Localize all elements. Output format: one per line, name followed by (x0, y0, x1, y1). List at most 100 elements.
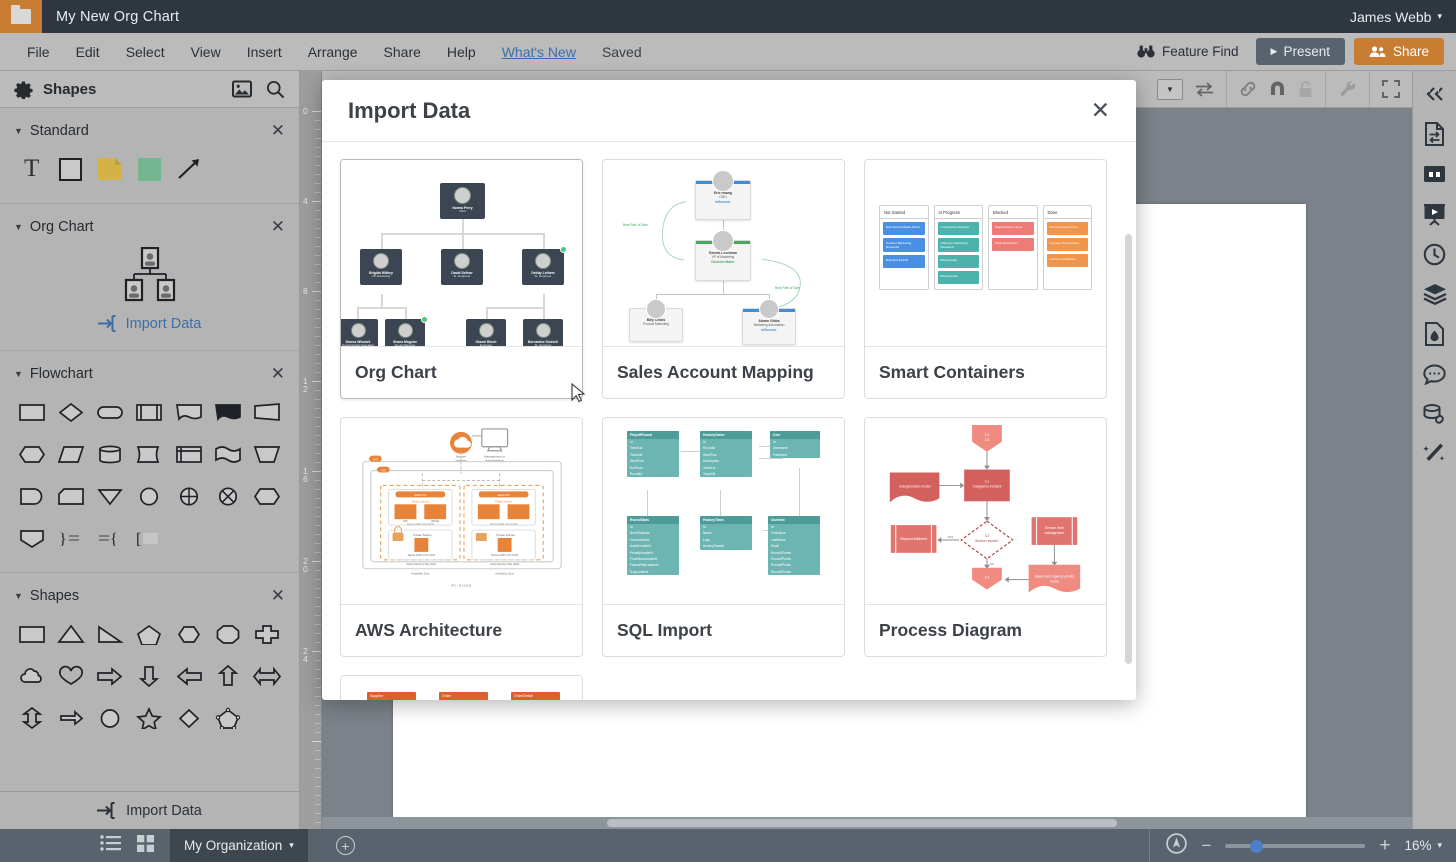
sidebar-import-data-button[interactable]: Import Data (0, 791, 299, 829)
user-menu[interactable]: James Webb ▾ (1350, 9, 1442, 25)
magnet-icon[interactable] (1269, 81, 1286, 97)
flowchart-shape-predefined[interactable] (130, 392, 169, 432)
menu-file[interactable]: File (27, 43, 50, 60)
flowchart-shape-manualop[interactable] (248, 434, 287, 474)
fullscreen-icon[interactable] (1370, 80, 1412, 98)
document-convert-icon[interactable] (1422, 121, 1448, 147)
whats-new-link[interactable]: What's New (501, 43, 576, 60)
zoom-out-button[interactable]: − (1201, 835, 1212, 855)
shape-callout-arrow[interactable] (51, 698, 90, 738)
org-chart-import-data-link[interactable]: Import Data (97, 315, 201, 332)
sidebar-sections[interactable]: ▼ Standard ✕ T (0, 108, 299, 791)
section-org-chart-header[interactable]: ▼ Org Chart ✕ (0, 214, 299, 245)
flowchart-shape-document[interactable] (169, 392, 208, 432)
shape-fill[interactable] (130, 149, 169, 189)
history-clock-icon[interactable] (1422, 241, 1448, 267)
page-tab-my-organization[interactable]: My Organization ▾ (170, 829, 308, 862)
lock-icon[interactable] (1298, 80, 1313, 98)
flowchart-shape-decision[interactable] (51, 392, 90, 432)
zoom-slider[interactable] (1225, 839, 1366, 853)
flowchart-shape-circle[interactable] (130, 476, 169, 516)
grid-view-icon[interactable] (137, 834, 154, 857)
section-org-chart-close[interactable]: ✕ (270, 217, 285, 236)
shape-arrow-left[interactable] (169, 656, 208, 696)
flowchart-shape-trapezoid[interactable] (248, 392, 287, 432)
section-shapes-close[interactable]: ✕ (270, 586, 285, 605)
menu-share[interactable]: Share (383, 43, 421, 60)
quote-icon[interactable] (1422, 161, 1448, 187)
flowchart-shape-bracket[interactable]: [ (130, 518, 169, 558)
shape-square[interactable] (51, 149, 90, 189)
flowchart-shape-parallelogram[interactable] (51, 434, 90, 474)
presentation-icon[interactable] (1422, 201, 1448, 227)
flowchart-shape-terminator[interactable] (91, 392, 130, 432)
section-shapes-header[interactable]: ▼ Shapes ✕ (0, 583, 299, 614)
shape-arrow[interactable] (169, 149, 208, 189)
flowchart-shape-card[interactable] (51, 476, 90, 516)
list-view-icon[interactable] (100, 835, 121, 856)
flowchart-shape-brace-left[interactable]: { (91, 518, 130, 558)
shape-arrow-lr[interactable] (248, 656, 287, 696)
present-button[interactable]: ▶ Present (1255, 38, 1345, 65)
flowchart-shape-hexagon[interactable] (12, 434, 51, 474)
shape-arrow-ud[interactable] (12, 698, 51, 738)
flowchart-shape-delay[interactable] (12, 476, 51, 516)
flowchart-shape-brace-right[interactable]: } (51, 518, 90, 558)
shape-cross[interactable] (248, 614, 287, 654)
shape-pentagon-points[interactable] (208, 698, 247, 738)
section-standard-header[interactable]: ▼ Standard ✕ (0, 118, 299, 149)
share-button[interactable]: Share (1353, 38, 1444, 65)
flowchart-shape-merge[interactable] (91, 476, 130, 516)
shape-arrow-down[interactable] (130, 656, 169, 696)
modal-body[interactable]: Norma Perry CEO Brigida Withey VP Market… (322, 142, 1136, 700)
link-icon[interactable] (1239, 81, 1257, 97)
section-standard-close[interactable]: ✕ (270, 121, 285, 140)
flowchart-shape-extract[interactable] (12, 518, 51, 558)
flowchart-shape-internalstorage[interactable] (169, 434, 208, 474)
template-card-sql-import[interactable]: PlayoffRound Id Team1Id Team2Id StartTim… (602, 417, 845, 657)
shape-triangle[interactable] (51, 614, 90, 654)
flowchart-shape-prep[interactable] (248, 476, 287, 516)
section-flowchart-header[interactable]: ▼ Flowchart ✕ (0, 361, 299, 392)
shape-text[interactable]: T (24, 155, 40, 182)
zoom-slider-knob[interactable] (1250, 839, 1264, 853)
shape-arrow-up[interactable] (208, 656, 247, 696)
menu-insert[interactable]: Insert (246, 43, 282, 60)
shape-pentagon[interactable] (130, 614, 169, 654)
shape-arrow-right[interactable] (91, 656, 130, 696)
menu-select[interactable]: Select (125, 43, 165, 60)
flowchart-shape-or[interactable] (208, 476, 247, 516)
template-card-aws-architecture[interactable]: Management or Administration Internet ga… (340, 417, 583, 657)
fit-to-screen-icon[interactable] (1166, 832, 1188, 859)
template-card-smart-containers[interactable]: Not Started New Social Media Article Con… (864, 159, 1107, 399)
dropdown-icon[interactable]: ▼ (1157, 78, 1183, 100)
shape-diamond[interactable] (169, 698, 208, 738)
magic-wand-icon[interactable] (1422, 441, 1448, 467)
flowchart-shape-summing[interactable] (169, 476, 208, 516)
template-card-process-diagram[interactable]: 2.4 2.6 Categorization model 3.1 Categor… (864, 417, 1107, 657)
add-page-button[interactable]: + (335, 836, 355, 855)
flowchart-shape-storeddata[interactable] (130, 434, 169, 474)
menu-help[interactable]: Help (446, 43, 476, 60)
template-card-partial[interactable]: Supplier Order OrderDetail (340, 675, 583, 700)
flowchart-shape-multidoc[interactable] (208, 392, 247, 432)
image-icon[interactable] (232, 80, 252, 98)
close-icon[interactable]: ✕ (1090, 97, 1110, 123)
section-flowchart-close[interactable]: ✕ (270, 364, 285, 383)
shape-star[interactable] (130, 698, 169, 738)
modal-scrollbar[interactable] (1125, 234, 1132, 664)
data-link-icon[interactable] (1422, 401, 1448, 427)
document-title[interactable]: My New Org Chart (56, 8, 180, 25)
horizontal-scrollbar-thumb[interactable] (607, 819, 1117, 827)
shape-hexagon[interactable] (169, 614, 208, 654)
theme-icon[interactable] (1422, 321, 1448, 347)
feature-find-button[interactable]: Feature Find (1129, 40, 1247, 63)
flowchart-shape-wave[interactable] (208, 434, 247, 474)
zoom-level-dropdown[interactable]: 16% ▾ (1404, 838, 1442, 853)
wrench-icon[interactable] (1338, 80, 1357, 98)
flowchart-shape-cylinder[interactable] (91, 434, 130, 474)
comment-icon[interactable] (1422, 361, 1448, 387)
horizontal-scrollbar[interactable] (322, 817, 1412, 829)
folder-button[interactable] (0, 0, 42, 33)
shape-note[interactable] (91, 149, 130, 189)
